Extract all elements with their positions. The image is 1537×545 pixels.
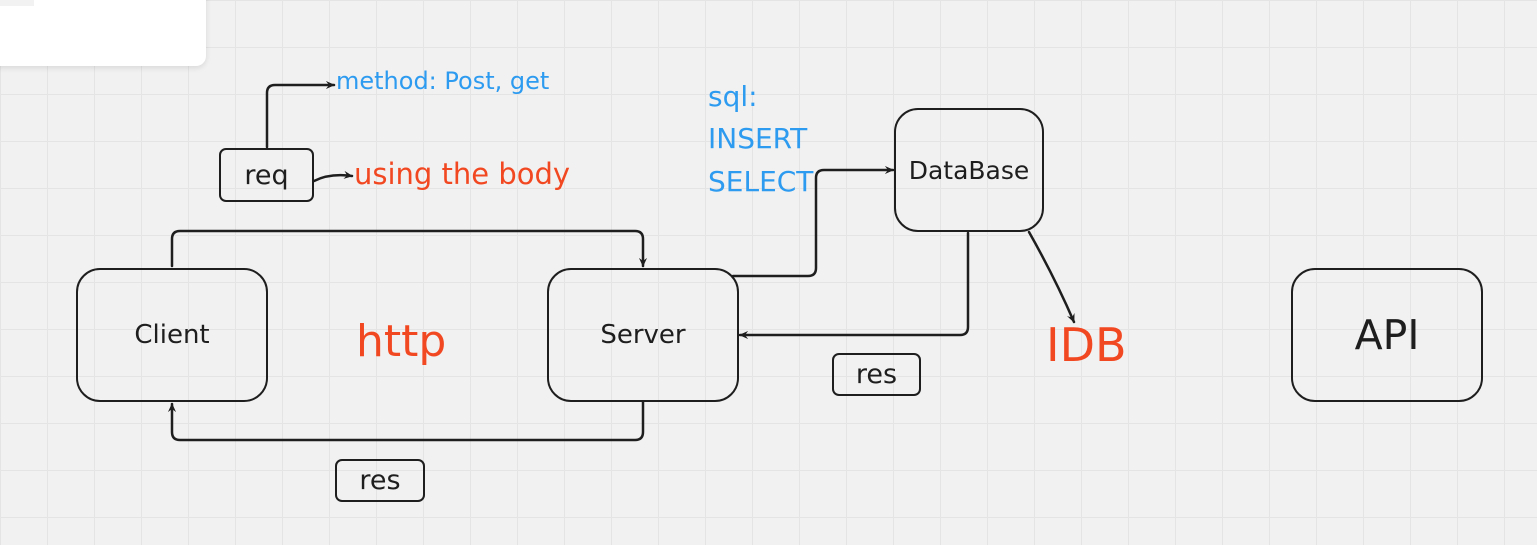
client-label: Client xyxy=(134,320,210,350)
sql-insert-label: INSERT xyxy=(708,122,808,155)
arrow-database-to-idb xyxy=(1027,230,1076,324)
res-tag-bottom-label: res xyxy=(359,465,401,496)
server-label: Server xyxy=(600,320,686,350)
arrow-server-to-database xyxy=(731,165,895,278)
arrow-database-to-server xyxy=(738,231,970,340)
idb-label: IDB xyxy=(1046,318,1127,372)
sql-label: sql: xyxy=(708,80,758,113)
database-label: DataBase xyxy=(908,155,1030,185)
body-label: using the body xyxy=(354,157,571,191)
arrow-server-to-client xyxy=(167,400,645,442)
arrow-req-to-body xyxy=(312,170,354,183)
api-label: API xyxy=(1354,311,1420,359)
http-label: http xyxy=(356,316,447,367)
res-tag-database[interactable]: res xyxy=(832,353,921,396)
arrow-req-to-method xyxy=(265,80,336,149)
res-tag-database-label: res xyxy=(855,359,898,390)
floating-panel: ncel xyxy=(0,0,206,66)
server-node[interactable]: Server xyxy=(547,268,739,402)
database-node[interactable]: DataBase xyxy=(894,108,1044,232)
sql-select-label: SELECT xyxy=(708,165,814,198)
api-node[interactable]: API xyxy=(1291,268,1483,402)
method-label: method: Post, get xyxy=(336,67,550,95)
req-tag-label: req xyxy=(244,159,289,191)
res-tag-bottom[interactable]: res xyxy=(335,459,425,502)
cancel-button[interactable]: ncel xyxy=(0,0,34,6)
arrow-client-to-server xyxy=(170,229,648,268)
client-node[interactable]: Client xyxy=(76,268,268,402)
req-tag[interactable]: req xyxy=(219,148,314,202)
